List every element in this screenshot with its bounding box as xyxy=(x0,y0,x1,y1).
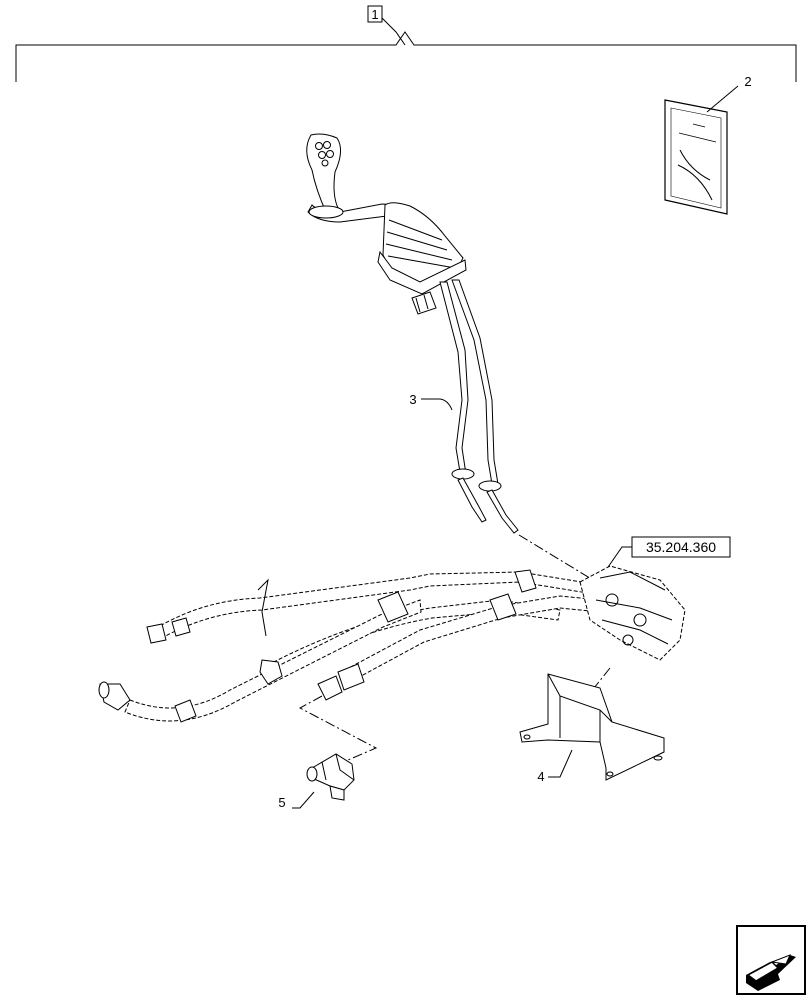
tee-fitting: 5 xyxy=(278,753,355,810)
reference-box[interactable]: 35.204.360 xyxy=(605,536,731,571)
joystick-control: 3 xyxy=(306,133,519,534)
instruction-booklet: 2 xyxy=(664,74,752,215)
mounting-bracket: 4 xyxy=(519,673,665,784)
kit-bracket: 1 xyxy=(15,5,797,82)
callout-1: 1 xyxy=(371,7,378,22)
centre-line-bracket xyxy=(593,667,611,689)
callout-3: 3 xyxy=(409,392,416,407)
control-valve xyxy=(579,565,686,661)
hydraulic-hoses xyxy=(98,569,601,723)
centre-line-harness xyxy=(518,534,599,584)
reference-label[interactable]: 35.204.360 xyxy=(646,539,716,555)
callout-4: 4 xyxy=(537,769,544,784)
callout-2: 2 xyxy=(744,74,751,89)
centre-line-tee xyxy=(298,695,378,761)
callout-5: 5 xyxy=(278,795,285,810)
next-page-arrow-icon[interactable] xyxy=(736,925,806,995)
